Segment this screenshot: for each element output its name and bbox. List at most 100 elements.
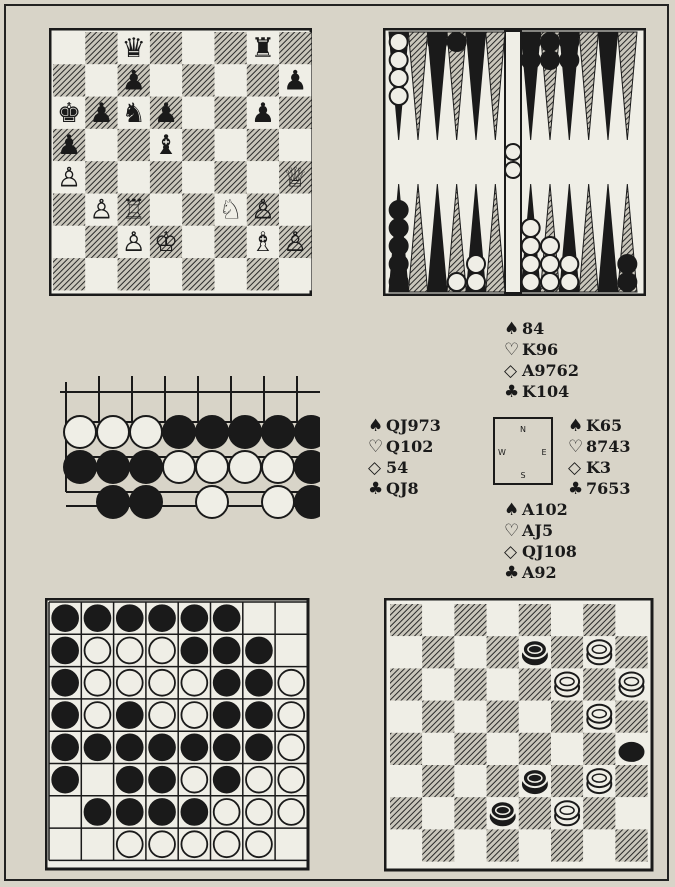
dark-square [551,765,583,797]
black-pawn-icon: ♟ [154,98,178,129]
dark-square [487,701,519,733]
white-king-top [587,769,611,787]
white-disc [246,799,272,825]
black-disc [181,605,207,631]
light-square [85,64,117,96]
chess-board: ♛♜♟♟♚♟♞♟♟♟♝♙♕♙♖♘♙♙♔♗♙ [49,28,312,296]
black-disc [85,734,111,760]
dark-square [422,829,454,861]
white-disc [149,638,175,664]
black-disc [52,638,78,664]
light-square [390,829,422,861]
dark-square [390,604,422,636]
spade-suit-icon: ♠ [504,319,519,339]
dark-square [215,161,247,193]
checkers-board [384,598,654,872]
dark-square [551,701,583,733]
black-disc [246,702,272,728]
white-disc [117,638,143,664]
dark-square [487,765,519,797]
dark-square [150,161,182,193]
dark-square [182,64,214,96]
north-hand: ♠ 84 ♡ K96 ◇ A9762 ♣ K104 [504,319,579,402]
light-square [279,129,311,161]
white-stone [163,451,195,483]
black-stone [97,451,129,483]
west-hand: ♠ QJ973 ♡ Q102 ◇ 54 ♣ QJ8 [368,416,441,499]
black-disc [117,702,143,728]
light-square [85,129,117,161]
black-checker [428,33,446,51]
dark-square [487,636,519,668]
black-stone [64,451,96,483]
dark-square [182,129,214,161]
white-knight-icon: ♘ [219,195,243,226]
white-checker [390,87,408,105]
white-disc [149,831,175,857]
black-knight-icon: ♞ [122,98,146,129]
bridge-diagram: ♠ 84 ♡ K96 ◇ A9762 ♣ K104 ♠ QJ973 ♡ Q102… [368,316,658,578]
white-queen-icon: ♕ [283,162,307,193]
black-disc [117,767,143,793]
light-square [150,258,182,290]
south-diamonds: QJ108 [522,542,577,561]
black-checker [541,51,559,69]
white-disc [181,831,207,857]
dark-square [551,829,583,861]
white-checker [390,33,408,51]
compass-north: N [520,425,526,434]
light-square [53,226,85,258]
black-disc [52,605,78,631]
dark-square [150,32,182,64]
white-checker [522,237,540,255]
go-diagram [52,372,320,524]
black-checker [620,743,644,761]
dark-square [279,97,311,129]
light-square [182,226,214,258]
white-king-top [555,673,579,691]
black-checker [560,33,578,51]
light-square [487,733,519,765]
black-disc [117,799,143,825]
light-square [615,797,647,829]
south-hand: ♠ A102 ♡ AJ5 ◇ QJ108 ♣ A92 [504,500,577,578]
checkers-diagram [384,598,654,872]
spade-suit-icon: ♠ [368,416,383,436]
dark-square [118,129,150,161]
white-disc [117,670,143,696]
black-disc [246,734,272,760]
east-hearts: 8743 [586,437,631,456]
east-hand: ♠ K65 ♡ 8743 ◇ K3 ♣ 7653 [568,416,631,499]
light-square [150,194,182,226]
black-disc [117,734,143,760]
black-stone [262,416,294,448]
chess-diagram: ♛♜♟♟♚♟♞♟♟♟♝♙♕♙♖♘♙♙♔♗♙ [49,28,312,296]
white-king-top [620,673,644,691]
black-stone [130,451,162,483]
light-square [182,97,214,129]
light-square [487,604,519,636]
spade-suit-icon: ♠ [504,500,519,520]
light-square [390,765,422,797]
dark-square [390,797,422,829]
light-square [487,668,519,700]
white-checker [560,255,578,273]
heart-suit-icon: ♡ [504,521,519,541]
dark-square [53,258,85,290]
light-square [215,64,247,96]
white-pawn-icon: ♙ [283,227,307,258]
light-square [454,701,486,733]
light-square [454,829,486,861]
white-disc [278,702,304,728]
light-square [390,636,422,668]
black-disc [117,605,143,631]
white-disc [214,831,240,857]
white-rook-icon: ♖ [122,195,146,226]
dark-square [422,701,454,733]
diamond-suit-icon: ◇ [504,542,518,562]
dark-square [215,226,247,258]
white-disc [181,670,207,696]
black-checker [541,33,559,51]
black-disc [52,702,78,728]
